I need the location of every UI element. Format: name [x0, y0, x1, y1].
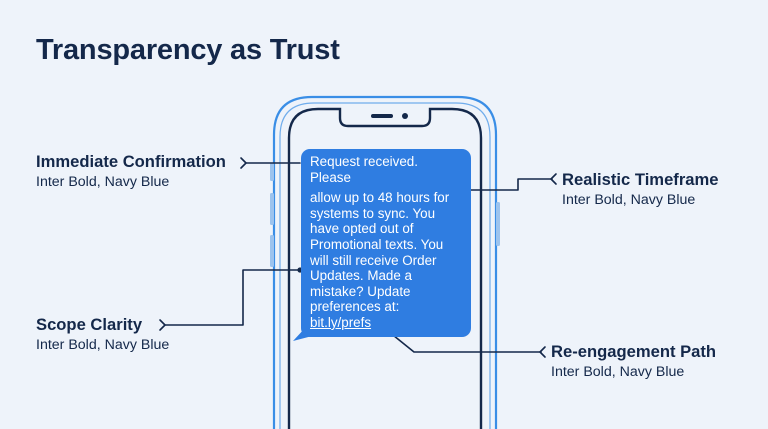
sms-message-bubble: Request received. Please allow up to 48 … — [301, 149, 471, 337]
callout-subtitle: Inter Bold, Navy Blue — [36, 174, 170, 190]
message-line-1: Request received. Please — [310, 154, 418, 185]
callout-title: Immediate Confirmation — [36, 152, 226, 171]
callout-subtitle: Inter Bold, Navy Blue — [551, 364, 685, 380]
phone-speaker — [371, 114, 393, 118]
phone-side-button-1 — [270, 163, 274, 181]
phone-illustration — [270, 95, 500, 429]
phone-screen-border — [287, 107, 483, 429]
message-body: allow up to 48 hours for systems to sync… — [310, 190, 450, 315]
preferences-link[interactable]: bit.ly/prefs — [310, 314, 372, 330]
connector-timeframe — [461, 178, 553, 191]
chevron-left-icon — [550, 173, 557, 185]
callout-scope-clarity: Scope Clarity Inter Bold, Navy Blue — [36, 315, 169, 354]
chevron-left-icon — [539, 346, 546, 358]
callout-subtitle: Inter Bold, Navy Blue — [562, 192, 696, 208]
callout-subtitle: Inter Bold, Navy Blue — [36, 337, 170, 353]
callout-title: Scope Clarity — [36, 315, 143, 334]
chevron-right-icon — [159, 319, 166, 331]
callout-title: Re-engagement Path — [551, 342, 717, 361]
phone-side-button-3 — [270, 235, 274, 267]
callout-title: Realistic Timeframe — [562, 170, 719, 189]
connector-scope — [164, 269, 301, 326]
phone-camera — [402, 113, 408, 119]
callout-re-engagement-path: Re-engagement Path Inter Bold, Navy Blue — [551, 342, 716, 381]
phone-outer-frame — [272, 95, 498, 429]
phone-side-button-4 — [496, 202, 500, 246]
chevron-right-icon — [240, 157, 247, 169]
callout-immediate-confirmation: Immediate Confirmation Inter Bold, Navy … — [36, 152, 226, 191]
phone-inner-frame — [279, 102, 491, 429]
callout-realistic-timeframe: Realistic Timeframe Inter Bold, Navy Blu… — [562, 170, 719, 209]
phone-side-button-2 — [270, 193, 274, 225]
page-title: Transparency as Trust — [36, 34, 340, 66]
